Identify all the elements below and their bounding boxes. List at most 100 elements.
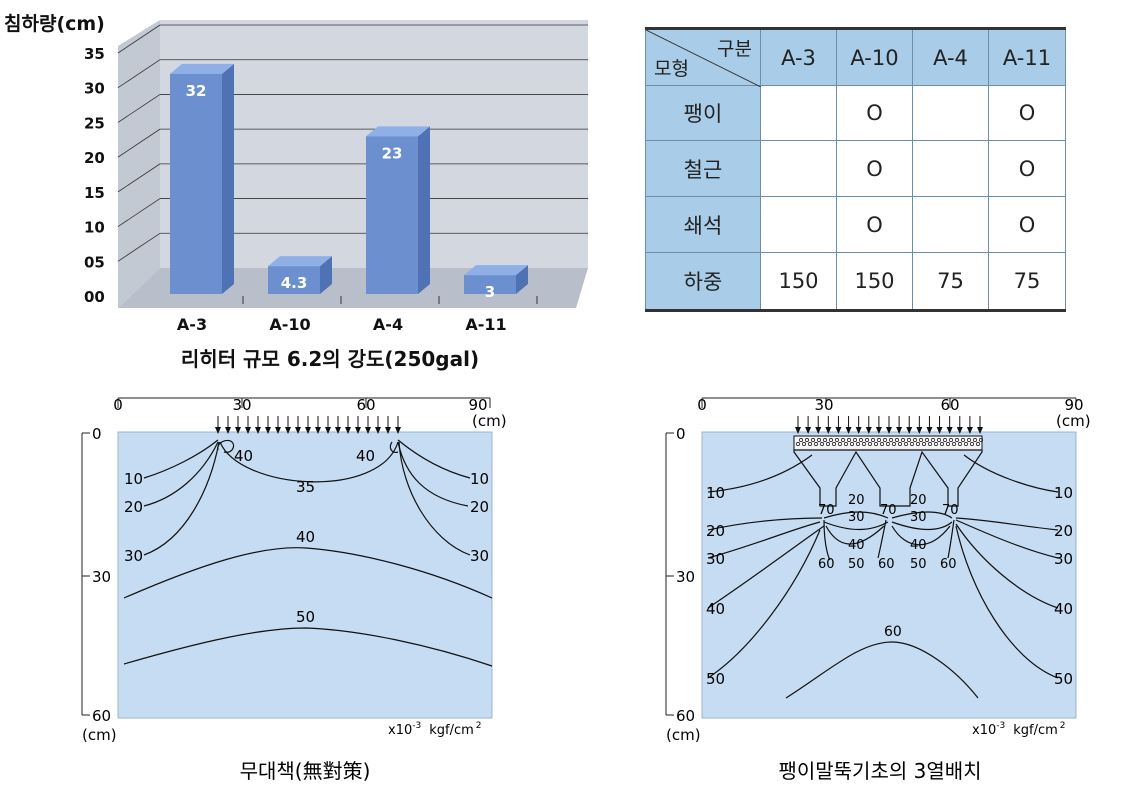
hatch-dot (970, 442, 974, 446)
table-col-header: A-3 (760, 27, 837, 86)
arrow-head (235, 427, 241, 434)
x-tick-label: 90 (468, 396, 487, 414)
arrow-head (916, 427, 923, 434)
arrow-head (315, 427, 321, 434)
arrow-head (395, 427, 401, 434)
table-cell: 75 (912, 252, 989, 312)
gridline (117, 94, 161, 123)
x-tick-label: 90 (1064, 396, 1083, 414)
arrow-head (335, 427, 341, 434)
arrow-head (966, 427, 973, 434)
arrow-head (305, 427, 311, 434)
hatch-dot (931, 438, 935, 442)
x-category-label: A-11 (465, 315, 506, 334)
hatch-dot (817, 438, 821, 442)
contour-label: 70 (818, 503, 835, 518)
table-row-header: 쇄석 (645, 196, 761, 253)
table-row: 하중 150 150 75 75 (645, 252, 1066, 312)
contour-label: 20 (470, 498, 489, 516)
arrow-head (365, 427, 371, 434)
hatch-dot (880, 442, 884, 446)
hatch-dot (886, 442, 890, 446)
y-tick-label: 0 (676, 425, 686, 443)
hatch-dot (901, 438, 905, 442)
arrow-head (815, 427, 822, 434)
contour-label: 30 (910, 510, 927, 525)
table-row: 철근 O O (645, 140, 1066, 197)
gridline (117, 198, 161, 227)
contour-label: 70 (942, 503, 959, 518)
bar-top (170, 63, 234, 74)
table-cell (912, 196, 989, 253)
contour-label: 40 (356, 447, 375, 465)
arrow-head (977, 427, 983, 434)
contour-label: 50 (910, 557, 927, 572)
contour-label: 30 (470, 547, 489, 565)
hatch-dot (934, 442, 938, 446)
hatch-dot (862, 442, 866, 446)
bar-chart-title: 리히터 규모 6.2의 강도(250gal) (181, 347, 479, 371)
y-unit-label: (cm) (666, 726, 701, 744)
bar-value-label: 23 (382, 144, 403, 162)
y-tick-label: 30 (676, 568, 695, 586)
bar-value-label: 32 (186, 82, 207, 100)
hatch-dot (805, 438, 809, 442)
hatch-dot (892, 442, 896, 446)
hatch-dot (964, 442, 968, 446)
table-cell: O (836, 140, 913, 197)
hatch-dot (919, 438, 923, 442)
bar-side (516, 265, 528, 294)
hatch-dot (937, 438, 941, 442)
table-row-header: 철근 (645, 140, 761, 197)
x-unit-label: (cm) (472, 412, 507, 430)
y-tick-label: 00 (84, 288, 105, 306)
arrow-head (835, 427, 842, 434)
hatch-dot (874, 442, 878, 446)
y-unit-label: (cm) (82, 726, 117, 744)
hatch-dot (832, 442, 836, 446)
hatch-dot (820, 442, 824, 446)
table-cell: O (988, 196, 1066, 253)
contour-label: 20 (706, 522, 725, 540)
contour-label: 30 (124, 547, 143, 565)
arrow-head (285, 427, 291, 434)
bar-value-label: 4.3 (281, 274, 308, 292)
hatch-dot (868, 442, 872, 446)
contour-label: 20 (124, 498, 143, 516)
hatch-dot (889, 438, 893, 442)
arrow-head (215, 427, 221, 434)
arrow-head (245, 427, 251, 434)
contour-label: 60 (878, 557, 895, 572)
hatch-dot (856, 442, 860, 446)
table-row: 쇄석 O O (645, 196, 1066, 253)
hatch-dot (973, 438, 977, 442)
table-cell: O (988, 140, 1066, 197)
contour-label: 30 (706, 550, 725, 568)
contour-lines (123, 439, 493, 667)
bar-top (268, 256, 332, 267)
table-cell: O (988, 85, 1066, 141)
arrow-head (936, 427, 943, 434)
bar (464, 275, 516, 294)
y-tick-label: 60 (676, 707, 695, 725)
table-cell: 150 (836, 252, 913, 312)
hatch-dot (979, 438, 983, 442)
x-tick-label: 0 (697, 396, 707, 414)
contour-label: 60 (940, 557, 957, 572)
contour-label: 20 (848, 493, 865, 508)
hatch-dot (841, 438, 845, 442)
hatch-dot (814, 442, 818, 446)
x-category-label: A-4 (373, 315, 403, 334)
hatch-dot (796, 442, 800, 446)
arrow-head (295, 427, 301, 434)
table-cell (760, 196, 837, 253)
x-category-label: A-10 (269, 315, 310, 334)
y-tick-label: 30 (92, 568, 111, 586)
contour-label: 20 (910, 493, 927, 508)
y-tick-label: 30 (84, 80, 105, 98)
table-col-header: A-11 (988, 27, 1066, 86)
hatch-dot (898, 442, 902, 446)
arrow-head (225, 427, 231, 434)
contour-lines (707, 454, 1059, 699)
